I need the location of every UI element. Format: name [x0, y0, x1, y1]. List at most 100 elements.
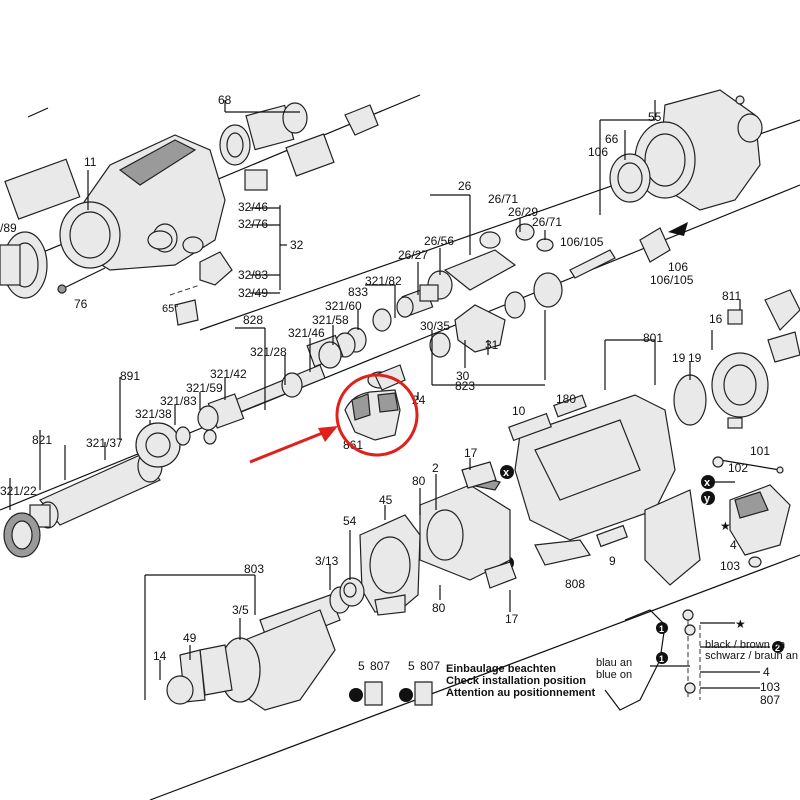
- armature-3-part: [166, 577, 365, 711]
- label-32-49: 32/49: [238, 286, 268, 300]
- part-861-highlighted: [344, 364, 406, 441]
- label-30: 30: [456, 369, 470, 383]
- label-801: 801: [643, 331, 663, 345]
- label-807-left: 807: [370, 659, 390, 673]
- wire-marker-1-top: 1: [656, 622, 668, 634]
- label-32-83: 32/83: [238, 268, 268, 282]
- label-103-main: 103: [720, 559, 740, 573]
- label-19-right: 19: [688, 351, 702, 365]
- svg-text:1: 1: [659, 654, 664, 664]
- label-823: 823: [455, 379, 475, 393]
- label-26: 26: [458, 179, 472, 193]
- label-14: 14: [153, 649, 167, 663]
- label-106-105-right: 106/105: [650, 273, 694, 287]
- label-55: 55: [648, 110, 662, 124]
- brush-holder-part: [673, 289, 800, 429]
- piston-26-part: [396, 223, 554, 318]
- inset-label-807: 807: [760, 693, 780, 707]
- label-106-right: 106: [668, 260, 688, 274]
- wire-marker-2: 2: [772, 641, 784, 653]
- label-32: 32: [290, 238, 304, 252]
- label-26-27: 26/27: [398, 248, 428, 262]
- label-80-top: 80: [412, 474, 426, 488]
- arrow-indicator: [668, 222, 688, 236]
- marker-y-right: y: [701, 491, 715, 505]
- note-en: Check installation position: [446, 675, 586, 687]
- stator-2-part: [419, 461, 517, 589]
- inset-label-103: 103: [760, 680, 780, 694]
- brush-5-807-left-part: [349, 681, 383, 706]
- label-3-13: 3/13: [315, 554, 339, 568]
- note-fr: Attention au positionnement: [446, 687, 595, 699]
- label-4-main: 4: [730, 538, 737, 552]
- motor-housing-55-part: [569, 89, 763, 279]
- highlight-arrow: [249, 426, 338, 464]
- baffle-45-part: [359, 514, 421, 616]
- label-26-71-right: 26/71: [532, 215, 562, 229]
- label-5-left: 5: [358, 659, 365, 673]
- label-321-42: 321/42: [210, 367, 247, 381]
- label-26-29: 26/29: [508, 205, 538, 219]
- label-16: 16: [709, 312, 723, 326]
- switch-selector-part: [147, 230, 233, 326]
- label-321-59: 321/59: [186, 381, 223, 395]
- label-54: 54: [343, 514, 357, 528]
- label-5-right: 5: [408, 659, 415, 673]
- label-17-top: 17: [464, 446, 478, 460]
- note-de: Einbaulage beachten: [446, 663, 556, 675]
- label-803: 803: [244, 562, 264, 576]
- label-32-76: 32/76: [238, 217, 268, 231]
- bearing-68-part: [219, 102, 379, 191]
- label-3-5: 3/5: [232, 603, 249, 617]
- label-80-bottom: 80: [432, 601, 446, 615]
- label-76: 76: [74, 297, 88, 311]
- svg-text:x: x: [503, 467, 510, 479]
- label-321-37: 321/37: [86, 436, 123, 450]
- star-marker: ★: [720, 519, 731, 533]
- label-2: 2: [432, 461, 439, 475]
- marker-x-upper: x: [500, 465, 514, 479]
- label-68: 68: [218, 93, 232, 107]
- label-11: 11: [84, 155, 97, 169]
- label-321-83: 321/83: [160, 394, 197, 408]
- label-10: 10: [512, 404, 526, 418]
- label-26-71-top: 26/71: [488, 192, 518, 206]
- motor-housing-body-part: [508, 394, 701, 586]
- small-screw-part: [27, 107, 49, 118]
- star-marker-inset: ★: [735, 617, 746, 631]
- svg-text:1: 1: [659, 624, 664, 634]
- spindle-821-part: [3, 422, 191, 558]
- label-106-105-top: 106/105: [560, 235, 604, 249]
- label-17-bottom: 17: [505, 612, 519, 626]
- gear-30-part: [429, 272, 563, 358]
- label-32-46: 32/46: [238, 200, 268, 214]
- inset-black-brown-on: black / brown on: [705, 639, 785, 651]
- label-821: 821: [32, 433, 52, 447]
- svg-text:2: 2: [775, 643, 780, 653]
- label-321-28: 321/28: [250, 345, 287, 359]
- gear-housing-part: [4, 134, 226, 271]
- wire-marker-1-bottom: 1: [656, 652, 668, 664]
- brush-5-807-right-part: [399, 681, 433, 706]
- label-807-right: 807: [420, 659, 440, 673]
- svg-text:x: x: [704, 477, 711, 489]
- label-31: 31: [485, 338, 499, 352]
- label-828: 828: [243, 313, 263, 327]
- label-321-58: 321/58: [312, 313, 349, 327]
- label-321-22: 321/22: [0, 484, 37, 498]
- tool-holder-321-part: [197, 308, 392, 445]
- inset-blau-an: blau an: [596, 657, 632, 669]
- label-65-deg: 65°: [162, 303, 179, 315]
- screw-76-part: [57, 267, 106, 294]
- switch-101-part: [705, 456, 791, 568]
- label-9: 9: [609, 554, 616, 568]
- label-321-38: 321/38: [135, 407, 172, 421]
- label-321-82: 321/82: [365, 274, 402, 288]
- label-321-46: 321/46: [288, 326, 325, 340]
- label-180: 180: [556, 392, 576, 406]
- label-106-top: 106: [588, 145, 608, 159]
- label-102: 102: [728, 461, 748, 475]
- label-26-56: 26/56: [424, 234, 454, 248]
- label-19-left: 19: [672, 351, 686, 365]
